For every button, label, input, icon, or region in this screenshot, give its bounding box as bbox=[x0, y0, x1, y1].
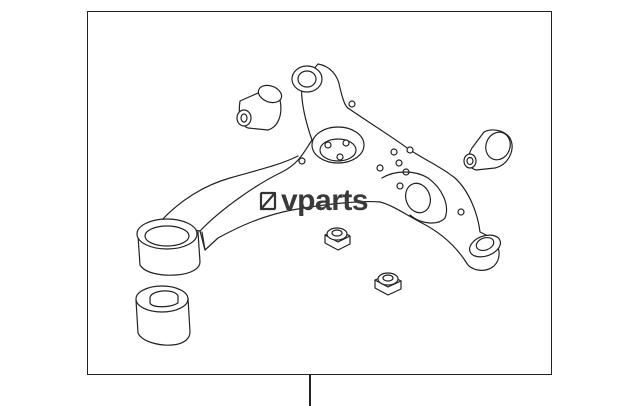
watermark: vparts bbox=[258, 184, 369, 218]
callout-line bbox=[309, 375, 311, 406]
left-bushing bbox=[136, 218, 201, 276]
nut bbox=[374, 272, 402, 296]
bushing-right bbox=[463, 129, 513, 171]
watermark-logo-icon bbox=[259, 191, 277, 211]
lower-control-arm bbox=[159, 63, 502, 271]
rear-bushing bbox=[236, 84, 283, 131]
diagram-frame bbox=[87, 11, 552, 375]
nut bbox=[324, 227, 351, 251]
watermark-text: vparts bbox=[281, 184, 369, 217]
front-bushing bbox=[135, 285, 191, 346]
